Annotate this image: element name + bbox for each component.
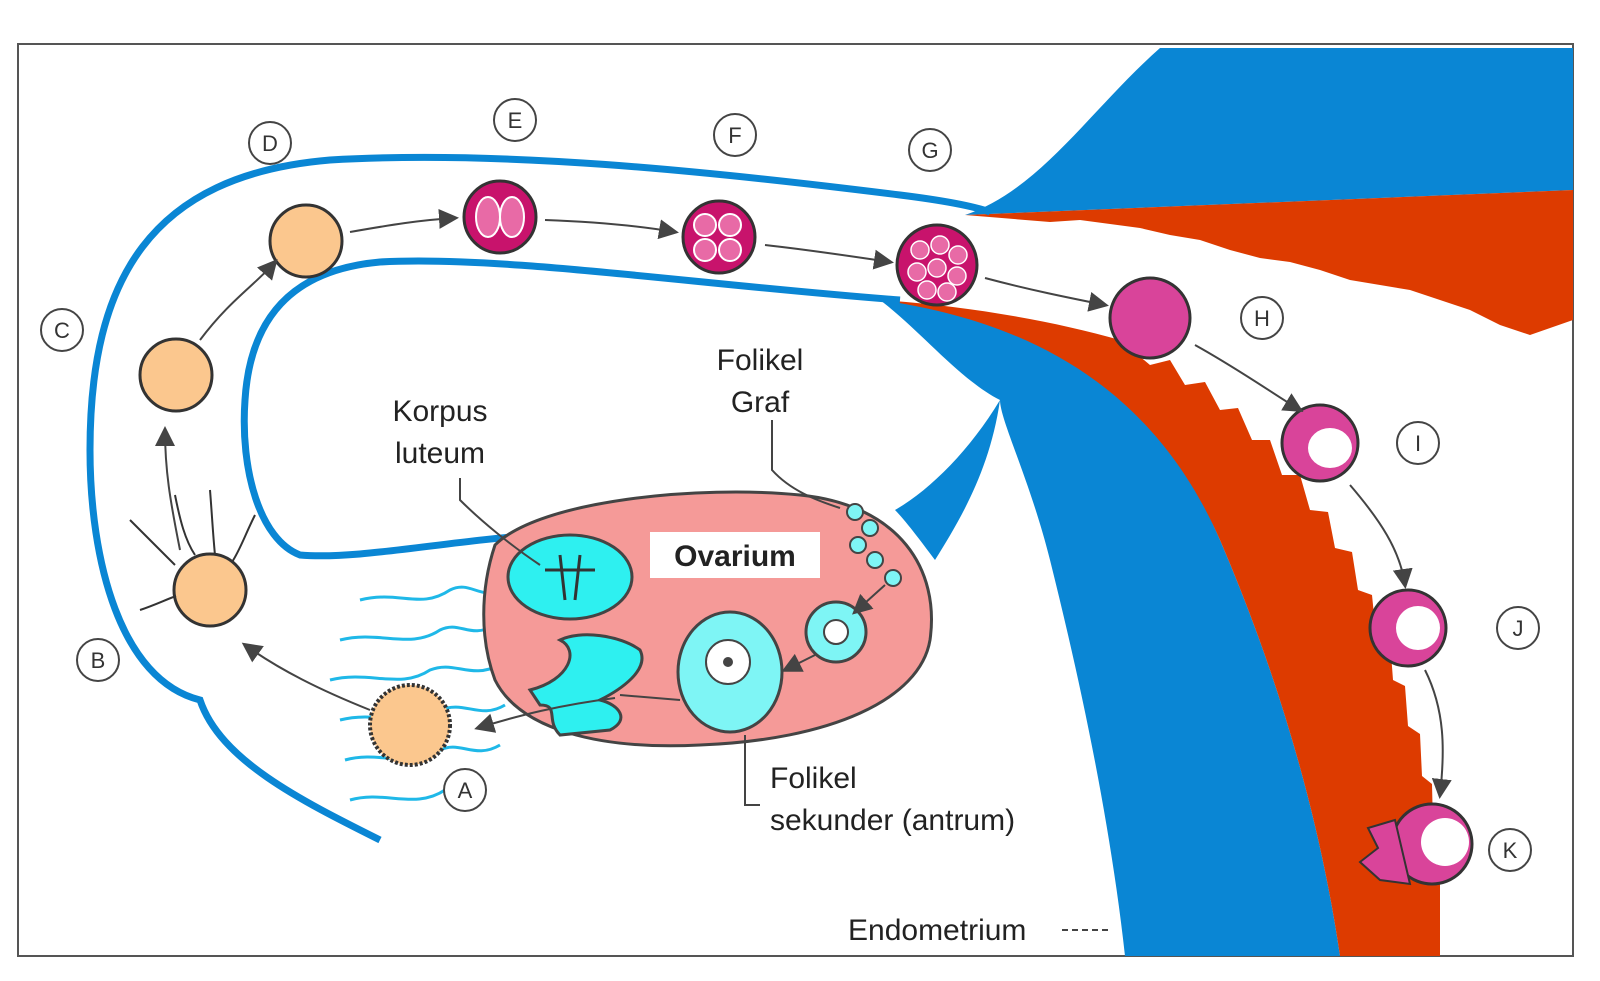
oviduct-inner-wall — [240, 257, 901, 560]
stage-letter-j: J — [1513, 616, 1524, 641]
oviduct-outer-wall — [86, 153, 992, 844]
stage-letter-h: H — [1254, 306, 1270, 331]
stage-marker-h — [1240, 296, 1284, 340]
stage-letter-i: I — [1415, 431, 1421, 456]
folikel-graf-label-1: Folikel — [717, 344, 804, 377]
corpus-luteum — [506, 533, 634, 621]
endometrium-label: Endometrium — [848, 914, 1026, 947]
korpus-luteum-label-2: luteum — [395, 437, 485, 470]
ovary-arrow-3 — [619, 694, 681, 701]
stage-letter-a: A — [458, 778, 473, 803]
morula-cells — [907, 235, 968, 302]
stage-letter-g: G — [921, 138, 938, 163]
uterine-wall-top — [965, 48, 1573, 215]
stage-marker-d — [248, 121, 292, 165]
ovarium-label-box — [650, 532, 820, 578]
korpus-luteum-label-1: Korpus — [392, 395, 487, 428]
ruptured-follicle — [527, 633, 644, 737]
folikel-graf-label-2: Graf — [731, 386, 790, 419]
ovarian-ligament — [895, 400, 1000, 560]
stage-letter-b: B — [91, 648, 106, 673]
primary-follicle-oocyte — [823, 619, 849, 645]
endometrium-band-lower — [880, 300, 1440, 956]
stage-letter-k: K — [1503, 838, 1518, 863]
primordial-follicles — [846, 503, 902, 587]
label-leader-lines — [459, 420, 1110, 931]
oocyte-a — [368, 683, 452, 767]
zygote-c — [138, 337, 214, 413]
blastocoel-i — [1308, 428, 1352, 468]
progression-arrows — [155, 208, 1452, 799]
oocyte-b — [172, 552, 248, 628]
stage-marker-g — [908, 128, 952, 172]
stage-letter-e: E — [508, 108, 523, 133]
stage-marker-j — [1496, 606, 1540, 650]
four-cell-f — [681, 199, 757, 275]
ovarium-label: Ovarium — [674, 540, 796, 573]
stage-marker-c — [40, 308, 84, 352]
ovary-arrow-2 — [781, 653, 816, 672]
endometrium-band-top — [965, 190, 1573, 335]
diagram-frame — [17, 43, 1574, 957]
stage-marker-k — [1488, 828, 1532, 872]
blastomeres-f — [693, 213, 742, 262]
stage-letters: A B C D E F G H I J K — [40, 98, 1540, 872]
stage-letter-d: D — [262, 131, 278, 156]
folikel-sekunder-label-1: Folikel — [770, 762, 857, 795]
stage-marker-e — [493, 98, 537, 142]
uterine-wall-lower — [880, 300, 1340, 956]
trophoblast-k — [1358, 818, 1412, 886]
stage-marker-i — [1396, 421, 1440, 465]
stage-letter-c: C — [54, 318, 70, 343]
stage-marker-a — [443, 768, 487, 812]
sperm-cells — [129, 489, 256, 611]
secondary-follicle-nucleus — [723, 657, 733, 667]
stage-marker-b — [76, 638, 120, 682]
blastomere-e2 — [499, 196, 525, 238]
blastomere-e1 — [475, 196, 501, 238]
blastocoel-k — [1421, 818, 1469, 866]
morula-h — [1108, 276, 1192, 360]
blastocoel-j — [1396, 606, 1440, 650]
stage-marker-f — [713, 113, 757, 157]
stage-letter-f: F — [728, 123, 741, 148]
folikel-sekunder-label-2: sekunder (antrum) — [770, 804, 1015, 837]
zygote-d — [268, 203, 344, 279]
ovulation-arrow — [474, 697, 616, 733]
corpus-luteum-scar — [545, 554, 595, 601]
ovary-arrow-1 — [852, 584, 886, 615]
